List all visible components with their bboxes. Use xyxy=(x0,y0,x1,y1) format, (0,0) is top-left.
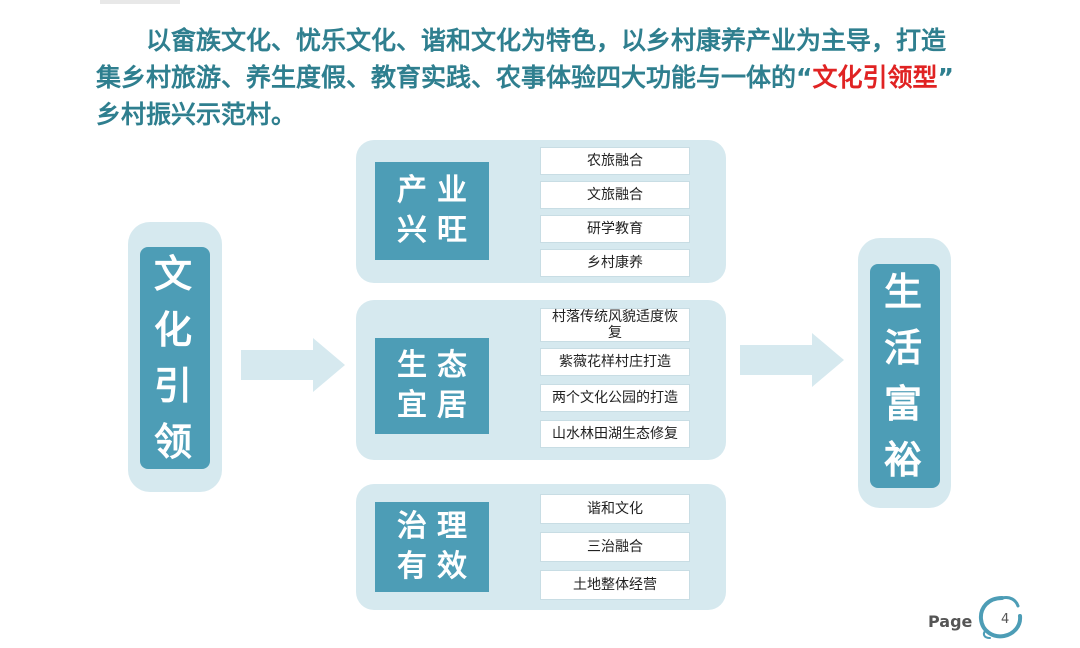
group-label-line: 治理 xyxy=(397,509,477,544)
right-label: 生 活 富 裕 xyxy=(870,264,940,488)
intro-line-1: 以畲族文化、忧乐文化、谐和文化为特色，以乡村康养产业为主导，打造 xyxy=(146,26,947,55)
arrow-right-icon xyxy=(740,333,844,387)
group-label-line: 产业 xyxy=(397,173,477,208)
group-label-industry: 产业 兴旺 xyxy=(375,162,489,260)
list-item: 乡村康养 xyxy=(540,249,690,277)
list-item: 山水林田湖生态修复 xyxy=(540,420,690,448)
group-label-line: 兴旺 xyxy=(397,213,477,248)
right-label-char: 裕 xyxy=(883,438,926,482)
group-panel-industry: 产业 兴旺 农旅融合 文旅融合 研学教育 乡村康养 xyxy=(356,140,726,283)
intro-paragraph: 以畲族文化、忧乐文化、谐和文化为特色，以乡村康养产业为主导，打造 集乡村旅游、养… xyxy=(96,22,996,133)
left-label-char: 领 xyxy=(153,420,196,464)
right-label-char: 活 xyxy=(883,326,926,370)
group-label-line: 有效 xyxy=(397,549,477,584)
group-label-governance: 治理 有效 xyxy=(375,502,489,592)
arrow-right-icon xyxy=(241,338,345,392)
group-panel-governance: 治理 有效 谐和文化 三治融合 土地整体经营 xyxy=(356,484,726,610)
top-decoration-line xyxy=(100,0,180,4)
page-label: Page xyxy=(928,612,973,631)
intro-highlight: 文化引领型 xyxy=(812,63,938,92)
list-item: 土地整体经营 xyxy=(540,570,690,600)
group-label-ecology: 生态 宜居 xyxy=(375,338,489,434)
left-label-char: 文 xyxy=(153,252,196,296)
left-label-char: 化 xyxy=(153,308,196,352)
right-label-char: 富 xyxy=(883,382,926,426)
list-item: 研学教育 xyxy=(540,215,690,243)
list-item: 两个文化公园的打造 xyxy=(540,384,690,412)
list-item: 谐和文化 xyxy=(540,494,690,524)
list-item: 三治融合 xyxy=(540,532,690,562)
list-item: 村落传统风貌适度恢复 xyxy=(540,308,690,342)
page-number: 4 xyxy=(1001,612,1010,627)
intro-line-3: 乡村振兴示范村。 xyxy=(96,100,297,129)
left-label: 文 化 引 领 xyxy=(140,247,210,469)
group-panel-ecology: 生态 宜居 村落传统风貌适度恢复 紫薇花样村庄打造 两个文化公园的打造 山水林田… xyxy=(356,300,726,460)
intro-line-2-suffix: ” xyxy=(937,63,954,92)
swirl-logo-icon xyxy=(978,596,1023,639)
group-label-line: 宜居 xyxy=(397,388,477,423)
group-label-line: 生态 xyxy=(397,348,477,383)
list-item: 紫薇花样村庄打造 xyxy=(540,348,690,376)
right-label-char: 生 xyxy=(883,270,926,314)
intro-line-2: 集乡村旅游、养生度假、教育实践、农事体验四大功能与一体的“文化引领型” xyxy=(96,59,996,96)
list-item: 文旅融合 xyxy=(540,181,690,209)
left-label-char: 引 xyxy=(153,364,196,408)
list-item: 农旅融合 xyxy=(540,147,690,175)
intro-line-2-prefix: 集乡村旅游、养生度假、教育实践、农事体验四大功能与一体的“ xyxy=(96,63,813,92)
